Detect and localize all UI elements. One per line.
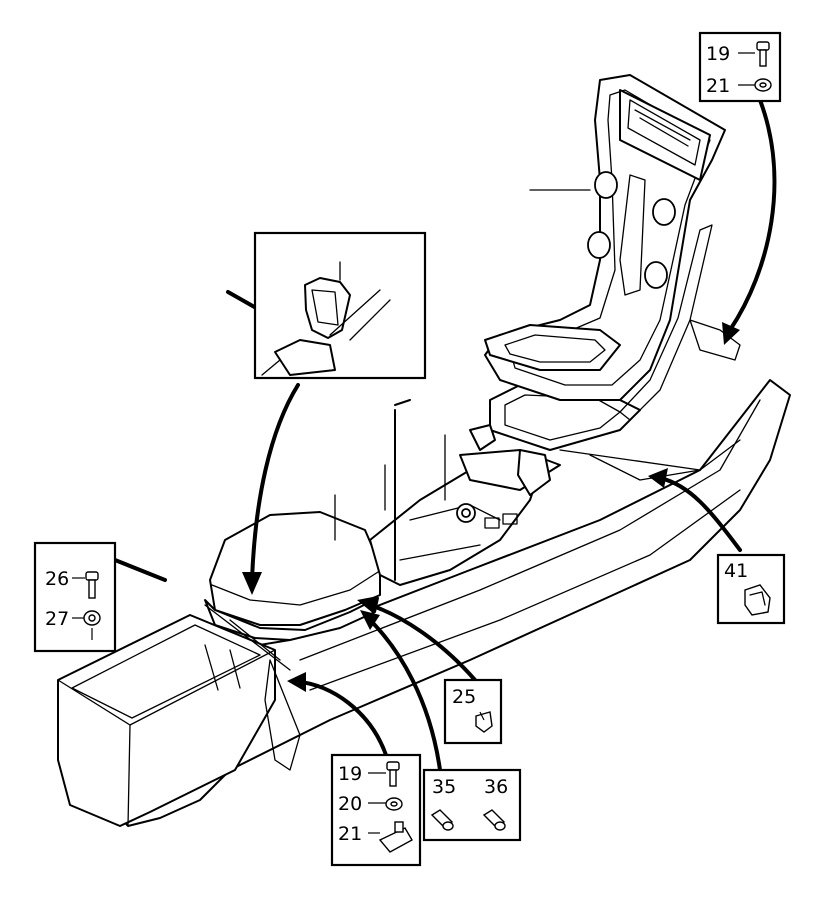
arrowhead-25 [357,596,378,614]
screw-icon [430,809,454,831]
callout-21-bottom: 21 [338,823,362,845]
arrow-inset [250,383,300,582]
arrow-26-27 [113,558,167,582]
callout-19-bottom: 19 [338,763,362,785]
bolt-icon [85,571,99,599]
clip-icon [744,584,771,616]
washer-icon [754,78,772,92]
bolt-icon [386,761,400,787]
detail-inset-box [253,231,427,380]
callout-box-25: 25 [443,678,503,745]
center-console-body [94,319,791,827]
washer-icon [385,797,403,811]
callout-21-top: 21 [706,75,730,97]
push-pin-icon [475,711,493,733]
callout-41: 41 [724,560,748,582]
callout-26: 26 [45,568,69,590]
arrow-41 [658,476,742,552]
arrow-top-right [728,98,777,332]
callout-box-41: 41 [716,553,786,625]
callout-box-19-21-top: 19 21 [698,31,782,103]
arrowhead-top-right [722,322,740,345]
nut-clip-icon [378,821,413,853]
arrow-35-36 [368,618,442,772]
arrowhead-41 [648,468,668,488]
arrow-25 [368,603,477,682]
callout-35: 35 [432,776,456,798]
storage-bin [57,614,276,827]
screw-icon [482,809,506,831]
callout-box-35-36: 35 36 [422,768,522,842]
callout-box-19-20-21-bottom: 19 20 21 [330,753,422,867]
callout-20: 20 [338,793,362,815]
callout-27: 27 [45,608,69,630]
armrest-lid [204,511,381,771]
callout-19-top: 19 [706,43,730,65]
arrowhead-35-36 [360,610,380,630]
center-stack-frame [484,74,726,421]
bolt-icon [756,41,770,67]
arrow-19-20-21-bottom [298,680,388,757]
washer-icon [83,610,101,626]
arrowhead-inset [242,572,262,595]
callout-25: 25 [452,686,476,708]
callout-box-26-27: 26 27 [33,541,117,653]
arrowhead-19-20-21-bottom [287,672,306,692]
callout-36: 36 [484,776,508,798]
